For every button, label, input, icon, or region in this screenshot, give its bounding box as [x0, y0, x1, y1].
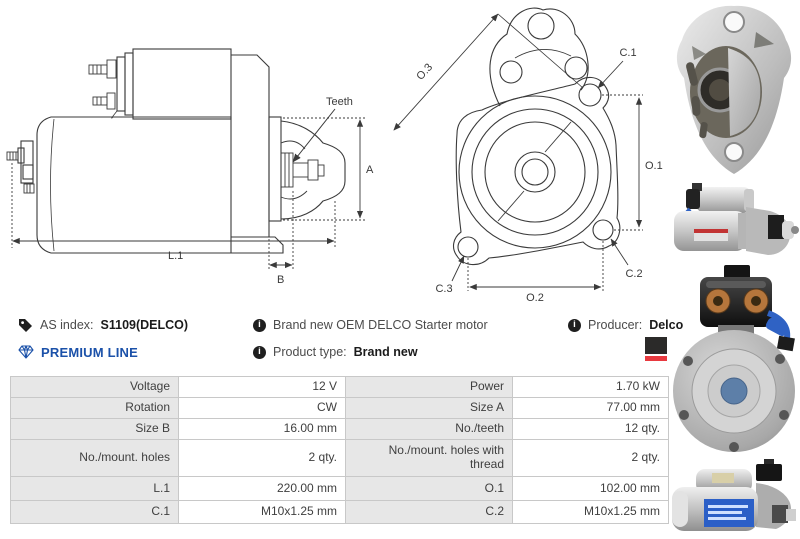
spec-label-cell: Voltage [11, 377, 179, 398]
dimension-c3: C.3 [435, 255, 465, 295]
dim-c3-label: C.3 [435, 283, 452, 295]
spec-value-cell: 12 qty. [513, 419, 669, 440]
spec-label-cell: No./teeth [346, 419, 513, 440]
mount-hole-c2 [592, 219, 614, 241]
connector-black [756, 464, 782, 481]
premium-line-label: PREMIUM LINE [41, 344, 139, 360]
spec-label-cell: L.1 [11, 477, 179, 501]
starter-motor-rear-solenoid-photo [673, 265, 795, 452]
producer-row: i Producer: Delco [568, 317, 683, 333]
spec-label-cell: C.2 [346, 501, 513, 524]
spec-label-cell: Power [346, 377, 513, 398]
producer-label: Producer: [588, 318, 643, 332]
info-icon: i [253, 345, 266, 359]
spec-value-cell: 2 qty. [513, 440, 669, 477]
spec-value-cell: M10x1.25 mm [179, 501, 346, 524]
drive-end-flange-front-photo [676, 5, 792, 174]
dim-o1-label: O.1 [645, 160, 663, 172]
as-index-row: AS index: S1109(DELCO) [18, 317, 188, 333]
info-icon: i [253, 318, 266, 332]
starter-motor-side-photo [674, 183, 799, 255]
spec-label-cell: O.1 [346, 477, 513, 501]
dimension-o2: O.2 [467, 241, 604, 304]
dim-l1-label: L.1 [168, 250, 183, 262]
dim-o3-label: O.3 [414, 61, 435, 82]
dim-c2-label: C.2 [625, 268, 642, 280]
spec-label-cell: No./mount. holes [11, 440, 179, 477]
spec-value-cell: 1.70 kW [513, 377, 669, 398]
spec-label-cell: No./mount. holes with thread [346, 440, 513, 477]
spec-value-cell: 16.00 mm [179, 419, 346, 440]
spec-label-cell: Size B [11, 419, 179, 440]
delco-brand-logo [645, 337, 667, 361]
product-type-row: i Product type: Brand new [253, 344, 418, 360]
product-type-value: Brand new [353, 345, 418, 359]
dim-c1-label: C.1 [619, 47, 636, 59]
delco-logo-black-block [645, 337, 667, 354]
teeth-callout: Teeth [292, 96, 353, 163]
teeth-label: Teeth [326, 96, 353, 108]
solenoid [696, 187, 752, 213]
dimension-c1: C.1 [597, 47, 637, 89]
tag-icon [19, 318, 32, 332]
dim-o2-label: O.2 [526, 292, 544, 304]
dim-a-label: A [366, 164, 374, 176]
spec-value-cell: 102.00 mm [513, 477, 669, 501]
flange-outline [452, 7, 621, 266]
dim-b-label: B [277, 274, 284, 286]
dimension-c2: C.2 [610, 238, 643, 280]
spec-label-cell: Size A [346, 398, 513, 419]
dimension-b: B [268, 191, 294, 286]
spec-label-cell: C.1 [11, 501, 179, 524]
as-index-label: AS index: [40, 318, 94, 332]
starter-motor-side-label-photo [672, 459, 796, 531]
mount-hole-c3 [457, 236, 479, 258]
spec-value-cell: 220.00 mm [179, 477, 346, 501]
spec-value-cell: CW [179, 398, 346, 419]
delco-logo-red-stripe [645, 356, 667, 361]
flange-cover-plate [728, 48, 761, 136]
as-index-value: S1109(DELCO) [100, 318, 189, 332]
dimension-l1: L.1 [11, 163, 336, 262]
spec-value-cell: M10x1.25 mm [513, 501, 669, 524]
spec-value-cell: 12 V [179, 377, 346, 398]
description-row: i Brand new OEM DELCO Starter motor [253, 317, 488, 333]
spec-value-cell: 77.00 mm [513, 398, 669, 419]
spec-value-cell: 2 qty. [179, 440, 346, 477]
mount-hole-c1 [578, 83, 602, 107]
dimension-o1: O.1 [602, 94, 663, 231]
front-view-technical-drawing: O.3 C.1 O.1 C.2 C.3 O.2 [393, 7, 663, 304]
specifications-table: Voltage 12 V Power 1.70 kW Rotation CW S… [10, 376, 669, 524]
producer-value: Delco [649, 318, 684, 332]
solenoid-cap [686, 189, 700, 209]
shaft-center [720, 377, 748, 405]
diamond-icon [18, 345, 34, 359]
dimension-a: A [283, 117, 374, 221]
product-type-label: Product type: [273, 345, 347, 359]
side-view-technical-drawing: Teeth A L.1 B [6, 48, 374, 286]
spec-label-cell: Rotation [11, 398, 179, 419]
pinion-gear [280, 152, 325, 188]
description-text: Brand new OEM DELCO Starter motor [273, 318, 488, 332]
flange-top-hole [723, 11, 745, 33]
motor-outline [6, 48, 346, 254]
premium-line-row: PREMIUM LINE [18, 344, 138, 360]
info-icon: i [568, 318, 581, 332]
flange-bottom-hole [724, 142, 744, 162]
